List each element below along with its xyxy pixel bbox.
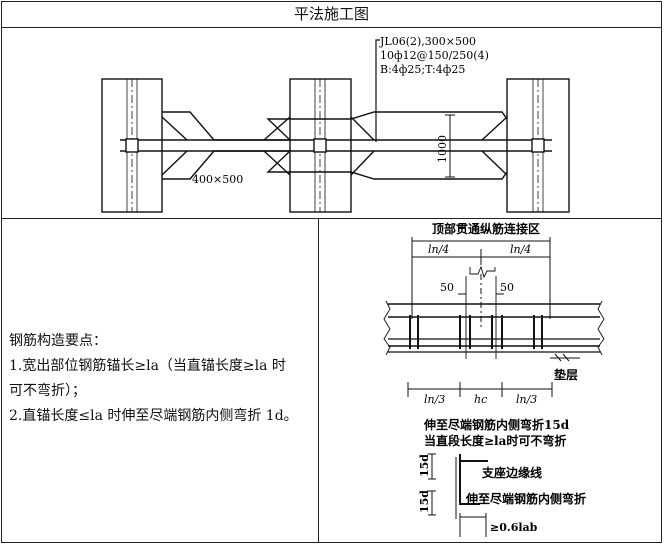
notes-line-1: 1.宽出部位钢筋锚长≥la（当直锚长度≥la 时	[9, 358, 286, 374]
dim-ln4-right: ln/4	[510, 243, 531, 256]
support-edge-label: 支座边缘线	[481, 465, 542, 480]
rebar-detail-drawing: 顶部贯通纵筋连接区 ln/4 ln/4 50 50 垫层 ln/3 hc ln/…	[383, 221, 605, 537]
column-middle	[289, 78, 352, 213]
cushion-label: 垫层	[554, 367, 578, 382]
construction-notes: 钢筋构造要点： 1.宽出部位钢筋锚长≥la（当直锚长度≥la 时 可不弯折）； …	[9, 329, 314, 429]
zone-title: 顶部贯通纵筋连接区	[432, 221, 540, 236]
dim-ln3-right: ln/3	[516, 393, 537, 406]
bend-note-1: 伸至尽端钢筋内侧弯折15d	[423, 417, 570, 432]
dim-50-left: 50	[440, 281, 454, 294]
notes-heading: 钢筋构造要点：	[9, 333, 107, 349]
notes-line-3: 2.直锚长度≤la 时伸至尽端钢筋内侧弯折 1d。	[9, 408, 298, 424]
stirrup-label: 10ф12@150/250(4)	[380, 49, 489, 62]
dim-ln3-left: ln/3	[424, 393, 445, 406]
construction-notes-cell: 钢筋构造要点： 1.宽出部位钢筋锚长≥la（当直锚长度≥la 时 可不弯折）； …	[2, 219, 319, 543]
dim-15d-bottom: 15d	[418, 490, 431, 513]
haunch-top	[162, 111, 508, 141]
longitudinal-bar-label: B:4ф25;T:4ф25	[380, 63, 465, 76]
dim-50-right: 50	[500, 281, 514, 294]
lab-label: ≥0.6lab	[490, 521, 538, 534]
plan-drawing: JL06(2),300×500 10ф12@150/250(4) B:4ф25;…	[101, 35, 570, 213]
page-title: 平法施工图	[2, 2, 661, 28]
haunch-bottom	[162, 150, 508, 180]
dim-hc: hc	[474, 393, 487, 406]
plan-drawing-cell: JL06(2),300×500 10ф12@150/250(4) B:4ф25;…	[2, 27, 661, 219]
bend-inner-label: 伸至尽端钢筋内侧弯折	[465, 491, 586, 506]
bend-note-2: 当直段长度≥la时可不弯折	[424, 433, 566, 448]
dim-15d-top: 15d	[418, 454, 431, 477]
beam-mark-label: JL06(2),300×500	[379, 35, 476, 48]
notes-line-2: 可不弯折）；	[9, 383, 86, 399]
dimension-1000: 1000	[436, 135, 449, 163]
detail-drawing-cell: 顶部贯通纵筋连接区 ln/4 ln/4 50 50 垫层 ln/3 hc ln/…	[320, 219, 663, 543]
haunch-size-label: 400×500	[192, 173, 243, 186]
dim-ln4-left: ln/4	[428, 243, 449, 256]
